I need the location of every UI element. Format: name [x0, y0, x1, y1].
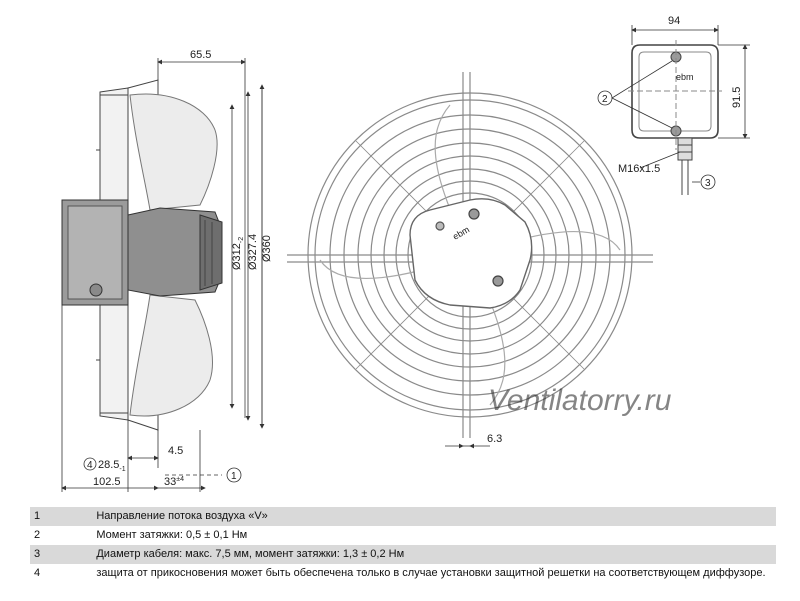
dim-65-5: 65.5: [190, 49, 211, 61]
callout-1: 1: [231, 471, 237, 482]
callout-2-circle: [597, 90, 613, 106]
dim-91-5: 91.5: [731, 87, 743, 108]
note-text: Диаметр кабеля: макс. 7,5 мм, момент зат…: [92, 545, 776, 564]
note-number: 2: [30, 526, 93, 545]
box-dimensions: [611, 25, 750, 183]
dim-94: 94: [668, 15, 680, 27]
note-row-4: 4 защита от прикосновения может быть обе…: [30, 564, 776, 583]
side-dimensions: [61, 58, 265, 492]
callout-3: 3: [705, 178, 711, 189]
callout-2: 2: [602, 94, 608, 105]
notes-table: 1 Направление потока воздуха «V» 2 Момен…: [30, 507, 776, 583]
dim-327-4: Ø327.4: [247, 234, 259, 270]
gland-thread: M16x1.5: [618, 163, 660, 175]
front-view-grille: [287, 72, 653, 438]
callout-4-circle: [83, 457, 97, 471]
terminal-box: [628, 40, 722, 195]
note-number: 1: [30, 507, 93, 526]
box-logo: ebm: [676, 72, 694, 82]
note-text: Момент затяжки: 0,5 ± 0,1 Нм: [92, 526, 776, 545]
watermark: Ventilatorry.ru: [488, 384, 672, 417]
technical-drawing: 65.5 Ø312-2 Ø327.4 Ø360 4.5 4 28.5-1 102…: [61, 15, 750, 492]
callout-3-circle: [700, 174, 716, 190]
callout-4: 4: [87, 460, 93, 471]
dim-6-3: 6.3: [487, 433, 502, 445]
note-number: 3: [30, 545, 93, 564]
note-number: 4: [30, 564, 93, 583]
dim-102-5: 102.5: [93, 476, 121, 488]
dim-28-5: 28.5-1: [98, 459, 126, 473]
dim-360: Ø360: [261, 235, 273, 262]
dim-312: Ø312-2: [231, 237, 245, 270]
note-text: защита от прикосновения может быть обесп…: [92, 564, 776, 583]
note-row-2: 2 Момент затяжки: 0,5 ± 0,1 Нм: [30, 526, 776, 545]
dim-33: 33±4: [164, 476, 184, 488]
side-dimension-labels: 65.5 Ø312-2 Ø327.4 Ø360 4.5 4 28.5-1 102…: [83, 49, 273, 488]
note-text: Направление потока воздуха «V»: [92, 507, 776, 526]
dim-4-5: 4.5: [168, 445, 183, 457]
side-view: [61, 79, 263, 431]
callout-1-circle: [226, 467, 242, 483]
note-row-1: 1 Направление потока воздуха «V»: [30, 507, 776, 526]
note-row-3: 3 Диаметр кабеля: макс. 7,5 мм, момент з…: [30, 545, 776, 564]
